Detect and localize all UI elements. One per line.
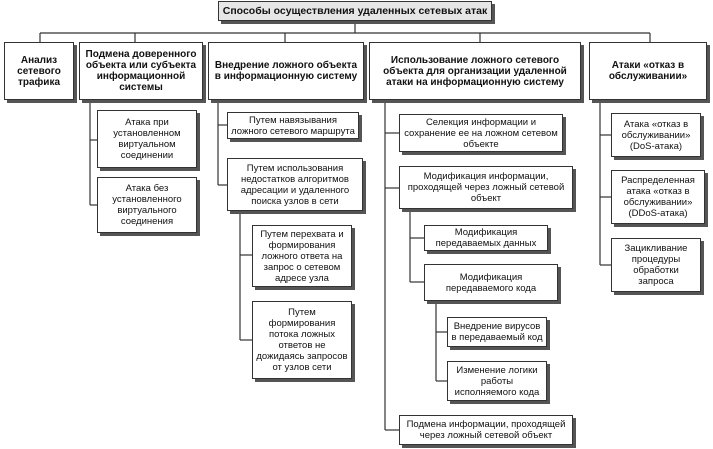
node-code-modification: Модификация передаваемого кода [424,264,558,301]
node-virus-injection: Внедрение вирусов в передаваемый код [447,317,547,347]
node-info-selection: Селекция информации и сохранение ее на л… [399,114,563,152]
connector-lines [39,21,651,431]
node-addressing-flaws: Путем использования недостатков алгоритм… [227,158,363,211]
node-denial-of-service: Атаки «отказ в обслуживании» [589,42,707,100]
diagram-title: Способы осуществления удаленных сетевых … [218,1,492,21]
node-request-loop: Зацикливание процедуры обработки запроса [611,238,701,292]
node-code-logic-change: Изменение логики работы исполняемого код… [447,361,547,401]
node-data-modification: Модификация передаваемых данных [424,225,548,251]
node-false-route-imposition: Путем навязывания ложного сетевого маршр… [227,112,359,139]
node-dos-attack: Атака «отказ в обслуживании» (DoS-атака) [611,113,701,157]
node-false-object-usage: Использование ложного сетевого объекта д… [369,42,581,100]
node-trusted-object-substitution: Подмена доверенного объекта или субъекта… [79,42,203,100]
node-attack-without-virtual-connection: Атака без установленного виртуального со… [97,177,197,233]
node-false-object-injection: Внедрение ложного объекта в информационн… [208,42,364,100]
node-intercept-false-reply: Путем перехвата и формирования ложного о… [252,225,352,287]
node-false-reply-stream: Путем формирования потока ложных ответов… [252,301,352,379]
node-info-modification: Модификация информации, проходящей через… [399,166,573,209]
node-ddos-attack: Распределенная атака «отказ в обслуживан… [611,170,705,224]
node-attack-with-virtual-connection: Атака при установленном виртуальном соед… [97,110,197,168]
node-traffic-analysis: Анализ сетевого трафика [4,42,74,100]
node-info-substitution: Подмена информации, проходящей через лож… [399,415,573,445]
